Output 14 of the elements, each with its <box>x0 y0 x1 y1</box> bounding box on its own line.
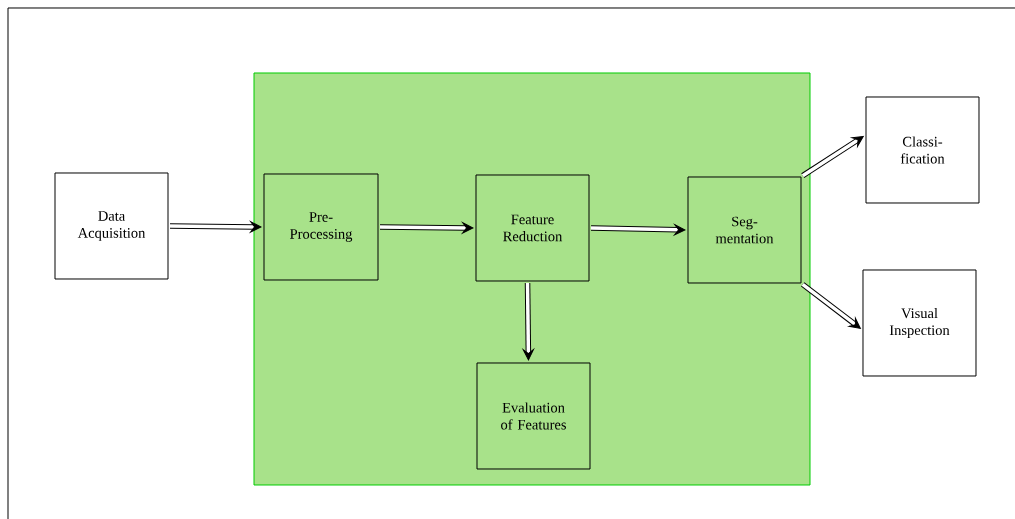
process-box: Classi-fication <box>865 96 980 204</box>
arrow <box>380 222 474 234</box>
process-box: Evaluation of Features <box>476 362 591 470</box>
arrow <box>590 224 686 236</box>
process-box: Pre-Processing <box>263 173 379 281</box>
arrow <box>801 135 864 178</box>
stage-panel <box>253 72 811 486</box>
arrow <box>801 282 861 329</box>
arrow <box>522 282 534 361</box>
process-box: Feature Reduction <box>475 174 590 282</box>
process-box: Visual Inspection <box>862 269 977 377</box>
process-box: Seg-mentation <box>687 176 802 284</box>
arrow <box>170 221 262 233</box>
process-box: Data Acquisition <box>54 172 169 280</box>
